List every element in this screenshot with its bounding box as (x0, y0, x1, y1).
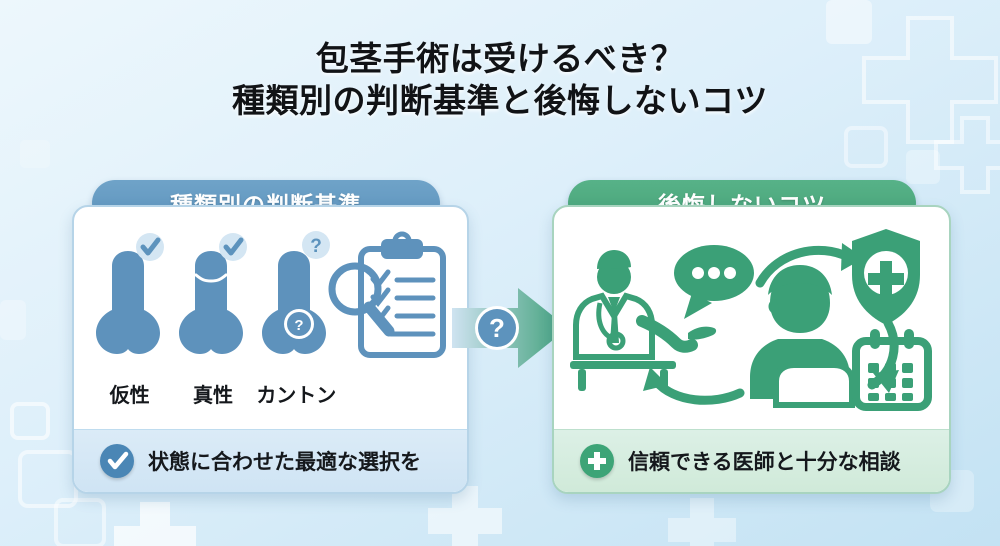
svg-text:?: ? (310, 236, 322, 257)
left-card-body: ? ? 仮性 真性 カントン (74, 207, 467, 430)
square-decoration (906, 150, 940, 184)
anatomy-icon-3 (262, 251, 326, 354)
anatomy-label-3: カントン (256, 385, 337, 407)
anatomy-icon-2 (179, 251, 243, 354)
right-card-body (554, 207, 949, 430)
check-badge-1 (136, 233, 164, 261)
square-decoration (18, 450, 78, 508)
square-decoration (0, 300, 26, 340)
transition-arrow: ? (452, 286, 570, 370)
anatomy-label-2: 真性 (192, 385, 233, 407)
right-card-footer: 信頼できる医師と十分な相談 (554, 429, 949, 492)
anatomy-label-row: 仮性 真性 カントン (88, 379, 338, 409)
anatomy-label-1: 仮性 (109, 385, 150, 407)
cross-decoration (428, 486, 502, 546)
square-decoration (20, 140, 50, 168)
question-circle-icon: ? (475, 306, 519, 350)
assessment-tools-group (328, 231, 459, 367)
shield-cross-icon (852, 229, 920, 325)
consultation-illustration-group (564, 221, 939, 411)
question-mark-label: ? (489, 313, 505, 343)
left-card-footer-label: 状態に合わせた最適な選択を (148, 451, 421, 474)
page-title: 包茎手術は受けるべき？ 種類別の判断基準と後悔しないコツ (232, 40, 768, 120)
svg-text:?: ? (294, 317, 303, 334)
question-badge-small: ? (284, 309, 314, 339)
cross-decoration (668, 498, 736, 546)
speech-bubble-icon (674, 245, 754, 319)
right-card: 信頼できる医師と十分な相談 (552, 205, 951, 494)
magnifier-icon (328, 262, 395, 337)
plus-circle-icon (580, 444, 614, 478)
check-badge-2 (219, 233, 247, 261)
cross-decoration (114, 502, 196, 546)
question-badge-top: ? (302, 231, 330, 259)
check-circle-icon (100, 444, 134, 478)
doctor-icon (570, 250, 717, 391)
anatomy-icon-1 (96, 251, 160, 354)
cross-decoration (934, 116, 1000, 194)
square-decoration (54, 498, 106, 546)
calendar-icon (852, 329, 932, 411)
patient-icon (750, 265, 855, 408)
right-card-footer-label: 信頼できる医師と十分な相談 (628, 451, 901, 474)
square-decoration (844, 126, 888, 168)
left-card: ? ? 仮性 真性 カントン (72, 205, 469, 494)
anatomy-illustration-group: ? ? (88, 225, 338, 385)
left-card-footer: 状態に合わせた最適な選択を (74, 429, 467, 492)
square-decoration (10, 402, 50, 440)
clipboard-checklist-icon (358, 231, 446, 358)
